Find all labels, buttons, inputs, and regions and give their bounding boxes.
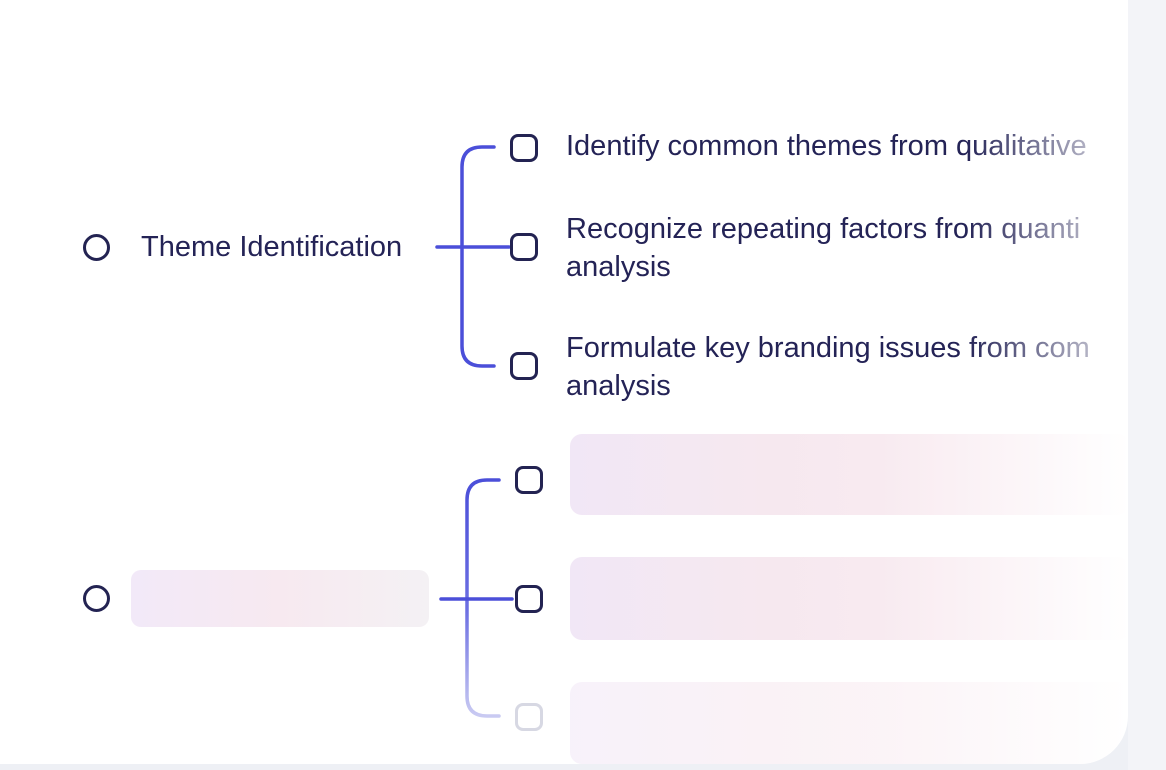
group2-item3-checkbox[interactable] bbox=[515, 703, 543, 731]
group2-item2-checkbox[interactable] bbox=[515, 585, 543, 613]
group2-title-skeleton bbox=[131, 570, 429, 627]
group1-title: Theme Identification bbox=[141, 231, 403, 263]
group2-item1-checkbox[interactable] bbox=[515, 466, 543, 494]
group1-item2-label-line2: analysis bbox=[566, 251, 671, 283]
group1-item1-checkbox[interactable] bbox=[510, 134, 538, 162]
group1-item1-label: Identify common themes from qualitative bbox=[566, 130, 1087, 162]
group1-item2-checkbox[interactable] bbox=[510, 233, 538, 261]
group1-bracket bbox=[460, 145, 496, 368]
group2-item2-skeleton bbox=[570, 557, 1128, 640]
group2-item1-skeleton bbox=[570, 434, 1128, 515]
right-gutter bbox=[1128, 0, 1166, 770]
group1-item3-label-line1: Formulate key branding issues from com bbox=[566, 332, 1090, 364]
group1-radio[interactable] bbox=[83, 234, 110, 261]
mind-map-card: Theme Identification Identify common the… bbox=[0, 0, 1128, 764]
group1-item3-label-line2: analysis bbox=[566, 370, 671, 402]
group2-radio[interactable] bbox=[83, 585, 110, 612]
group1-item2-label-line1: Recognize repeating factors from quanti bbox=[566, 213, 1081, 245]
group2-item3-skeleton bbox=[570, 682, 1128, 764]
connector-lines bbox=[435, 145, 514, 718]
group1-item3-checkbox[interactable] bbox=[510, 352, 538, 380]
